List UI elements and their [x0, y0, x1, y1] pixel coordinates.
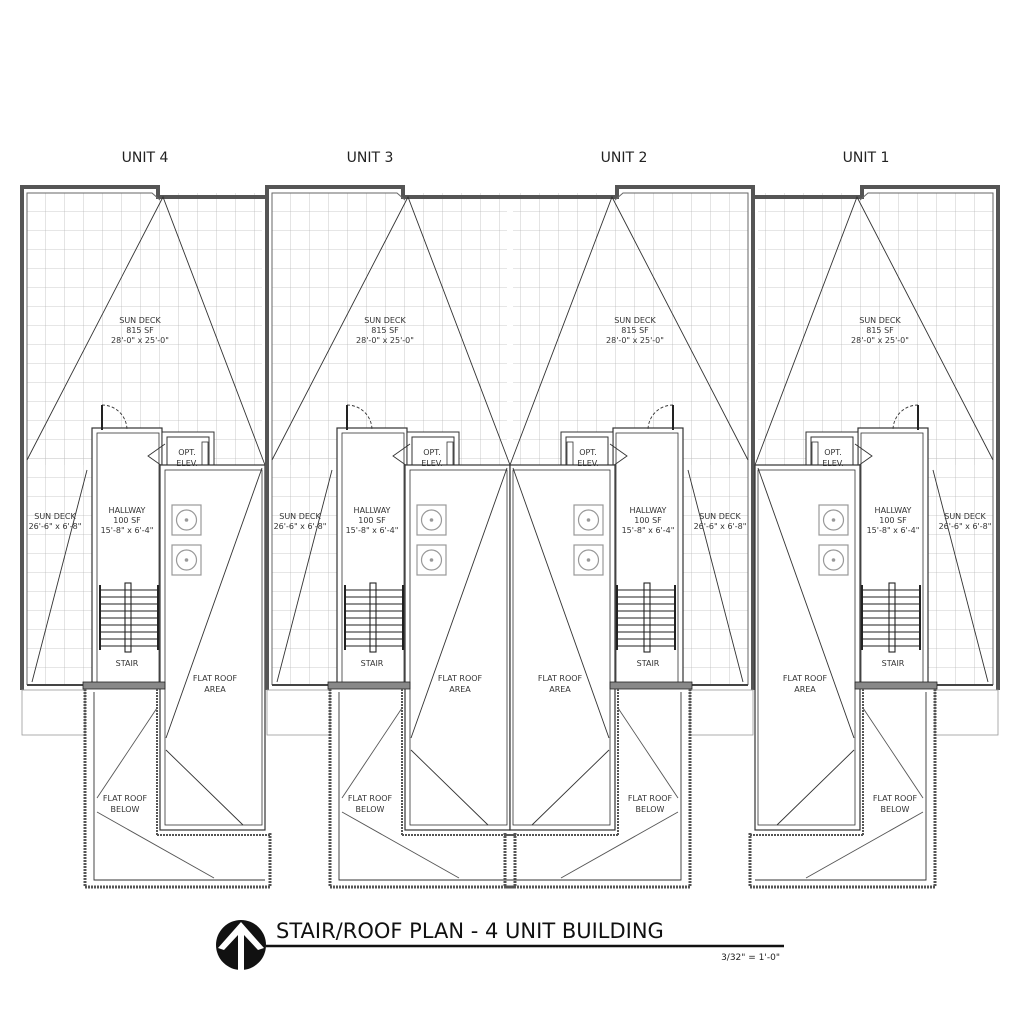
sun-deck-label: SUN DECK: [119, 316, 161, 325]
elevator-label: ELEV.: [421, 459, 443, 468]
unit-plan-2: [503, 185, 755, 889]
unit-plan-4: [20, 185, 272, 889]
elevator-label: ELEV.: [822, 459, 844, 468]
hallway-label: HALLWAY: [630, 506, 667, 515]
side-deck-label: SUN DECK: [34, 512, 76, 521]
unit-label: UNIT 3: [347, 150, 394, 166]
hallway-label: HALLWAY: [354, 506, 391, 515]
title-block: STAIR/ROOF PLAN - 4 UNIT BUILDING 3/32" …: [216, 919, 784, 970]
elevator-label: OPT.: [824, 448, 842, 457]
hallway-label: HALLWAY: [875, 506, 912, 515]
flat-roof-below-label: BELOW: [356, 805, 385, 814]
flat-roof-below-label: FLAT ROOF: [628, 794, 673, 803]
hallway-label: 100 SF: [358, 516, 386, 525]
flat-roof-below-label: FLAT ROOF: [103, 794, 148, 803]
hallway-label: 15'-8" x 6'-4": [346, 526, 399, 535]
sun-deck-label: SUN DECK: [859, 316, 901, 325]
unit-plan-3: [265, 185, 517, 889]
flat-roof-area-label: FLAT ROOF: [538, 674, 583, 683]
sun-deck-label: 815 SF: [371, 326, 399, 335]
hallway-label: 15'-8" x 6'-4": [622, 526, 675, 535]
unit-label: UNIT 4: [122, 150, 169, 166]
side-deck-label: SUN DECK: [699, 512, 741, 521]
flat-roof-area-label: AREA: [549, 685, 571, 694]
stair-label: STAIR: [882, 659, 905, 668]
flat-roof-below-label: BELOW: [111, 805, 140, 814]
unit-plan-1: [748, 185, 1000, 889]
sun-deck-label: 28'-0" x 25'-0": [356, 336, 414, 345]
hallway-label: 15'-8" x 6'-4": [867, 526, 920, 535]
hallway-label: HALLWAY: [109, 506, 146, 515]
stair-label: STAIR: [637, 659, 660, 668]
side-deck-label: 26'-6" x 6'-8": [274, 522, 327, 531]
elevator-label: OPT.: [423, 448, 441, 457]
side-deck-label: SUN DECK: [944, 512, 986, 521]
flat-roof-area-label: FLAT ROOF: [193, 674, 238, 683]
stair-label: STAIR: [361, 659, 384, 668]
sun-deck-label: SUN DECK: [614, 316, 656, 325]
sun-deck-label: 815 SF: [126, 326, 154, 335]
sun-deck-label: SUN DECK: [364, 316, 406, 325]
flat-roof-area-label: AREA: [449, 685, 471, 694]
flat-roof-below-label: BELOW: [881, 805, 910, 814]
stair-label: STAIR: [116, 659, 139, 668]
side-deck-label: SUN DECK: [279, 512, 321, 521]
flat-roof-below-label: FLAT ROOF: [348, 794, 393, 803]
units-layer: [20, 185, 1000, 889]
flat-roof-area-label: AREA: [794, 685, 816, 694]
hallway-label: 100 SF: [634, 516, 662, 525]
flat-roof-area-label: AREA: [204, 685, 226, 694]
flat-roof-area-label: FLAT ROOF: [438, 674, 483, 683]
side-deck-label: 26'-6" x 6'-8": [694, 522, 747, 531]
side-deck-label: 26'-6" x 6'-8": [29, 522, 82, 531]
flat-roof-area-label: FLAT ROOF: [783, 674, 828, 683]
hallway-label: 15'-8" x 6'-4": [101, 526, 154, 535]
flat-roof-below-label: BELOW: [636, 805, 665, 814]
sun-deck-label: 815 SF: [621, 326, 649, 335]
sun-deck-label: 28'-0" x 25'-0": [111, 336, 169, 345]
elevator-label: ELEV.: [176, 459, 198, 468]
elevator-label: ELEV.: [577, 459, 599, 468]
north-arrow-icon: [216, 920, 266, 970]
sun-deck-label: 815 SF: [866, 326, 894, 335]
hallway-label: 100 SF: [879, 516, 907, 525]
sun-deck-label: 28'-0" x 25'-0": [606, 336, 664, 345]
unit-label: UNIT 1: [843, 150, 890, 166]
side-deck-label: 26'-6" x 6'-8": [939, 522, 992, 531]
hallway-label: 100 SF: [113, 516, 141, 525]
drawing-title: STAIR/ROOF PLAN - 4 UNIT BUILDING: [276, 919, 664, 943]
elevator-label: OPT.: [178, 448, 196, 457]
drawing-scale: 3/32" = 1'-0": [721, 953, 780, 963]
flat-roof-below-label: FLAT ROOF: [873, 794, 918, 803]
unit-label: UNIT 2: [601, 150, 648, 166]
sun-deck-label: 28'-0" x 25'-0": [851, 336, 909, 345]
elevator-label: OPT.: [579, 448, 597, 457]
